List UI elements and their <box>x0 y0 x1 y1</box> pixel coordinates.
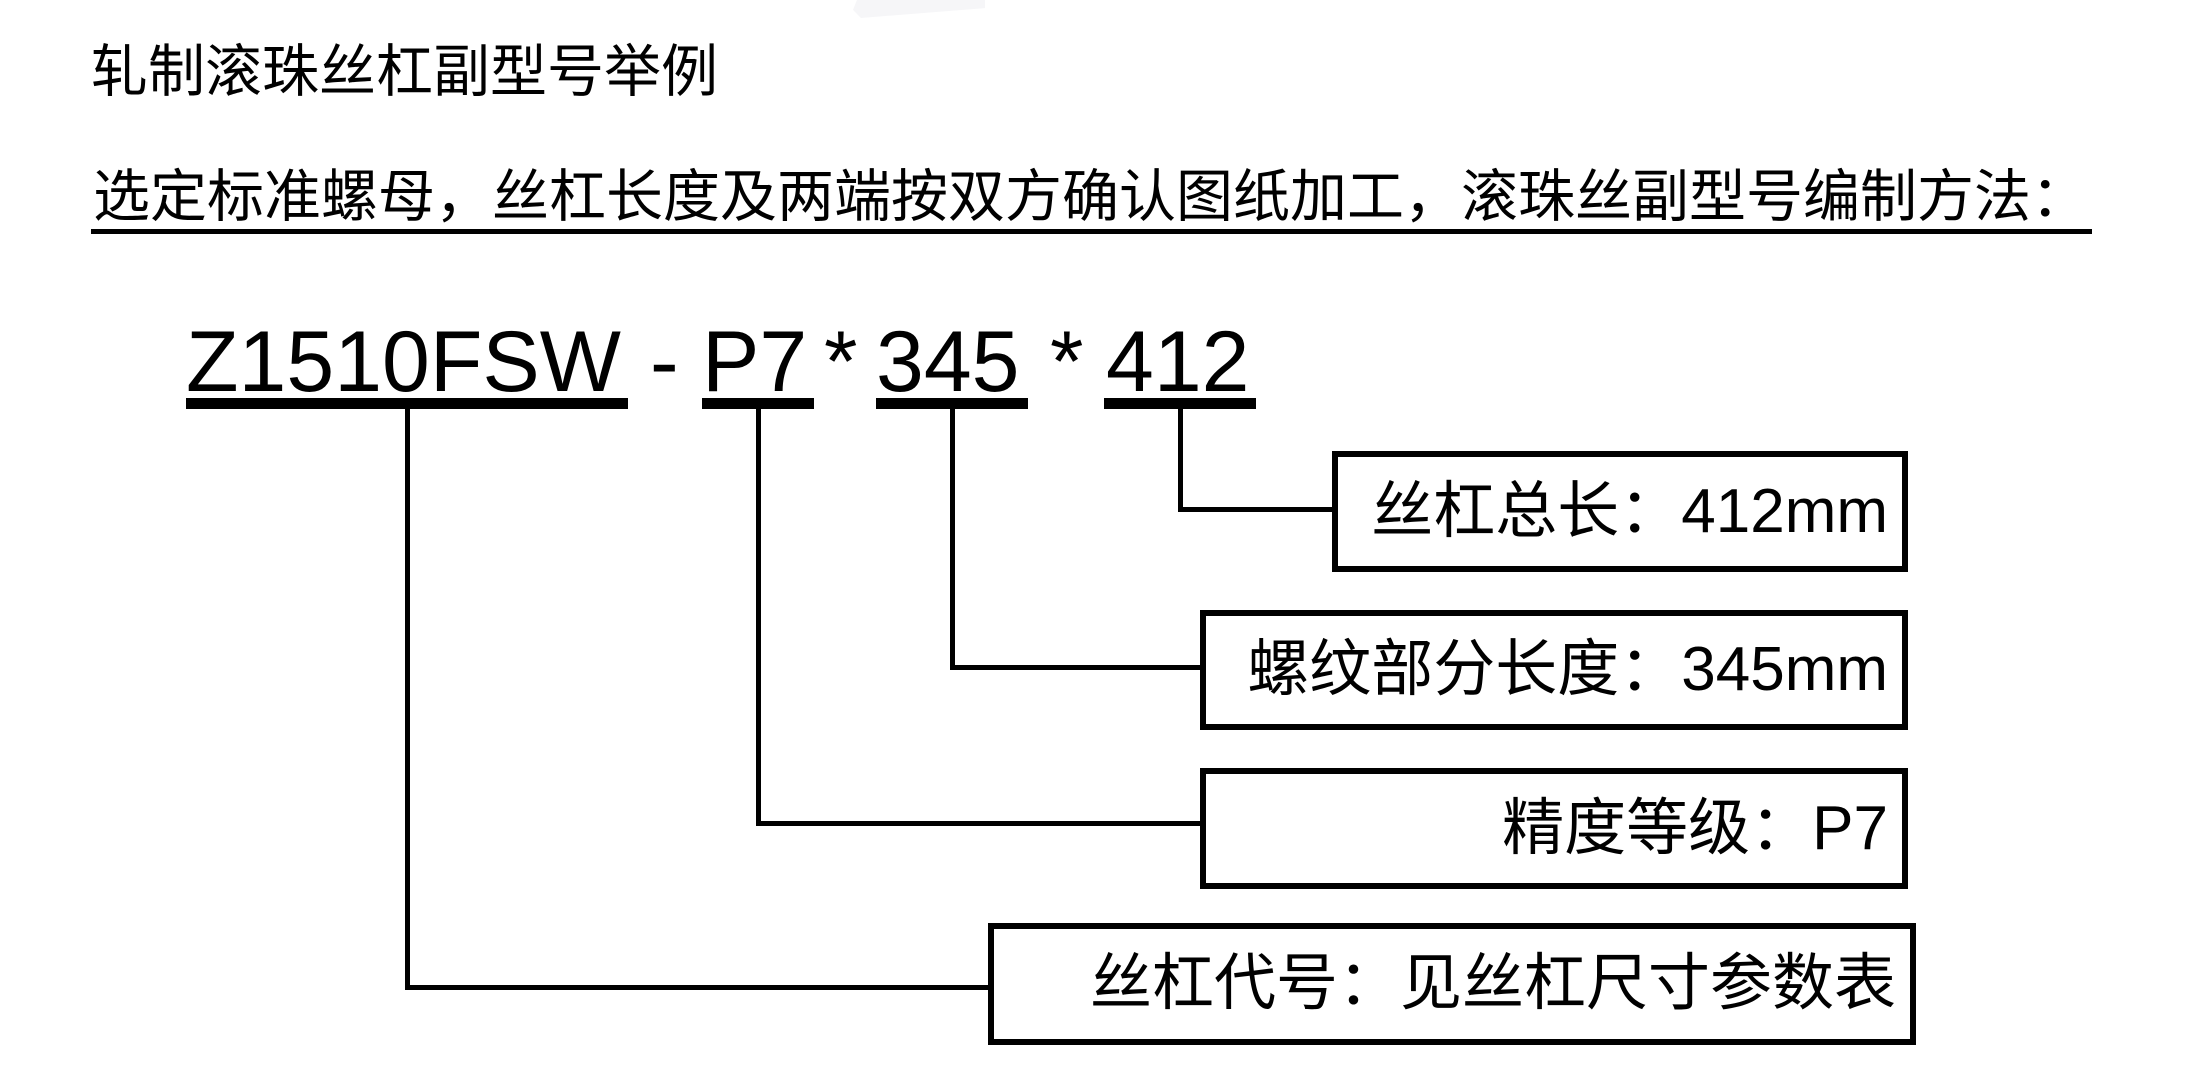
model-asterisk-1: * <box>824 314 858 410</box>
instruction-underline <box>91 229 2092 234</box>
model-asterisk-2: * <box>1050 314 1084 410</box>
callout-label-thread-length: 螺纹部分长度： <box>1247 636 1682 704</box>
callout-box-total-length: 丝杠总长：412mm <box>1332 451 1908 572</box>
callout-box-thread-length: 螺纹部分长度：345mm <box>1200 610 1908 730</box>
model-separator: - <box>650 314 679 410</box>
total-length-underline <box>1104 398 1256 409</box>
leader-line-screw-code <box>405 409 990 990</box>
callout-label-screw-code: 丝杠代号： <box>1089 950 1400 1018</box>
callout-box-precision-grade: 精度等级：P7 <box>1200 768 1908 889</box>
leader-line-total-length <box>1178 409 1334 512</box>
precision-grade-underline <box>702 398 814 409</box>
callout-text-total-length: 丝杠总长：412mm <box>1371 477 1888 546</box>
thread-length-underline <box>876 398 1028 409</box>
model-screw-code: Z1510FSW <box>186 314 621 410</box>
model-thread-length: 345 <box>876 314 1020 410</box>
leader-line-thread-length <box>950 409 1202 670</box>
instruction-text: 选定标准螺母，丝杠长度及两端按双方确认图纸加工，滚珠丝副型号编制方法： <box>93 166 2088 229</box>
callout-value-thread-length: 345mm <box>1681 635 1888 704</box>
callout-text-precision-grade: 精度等级：P7 <box>1502 794 1888 863</box>
callout-value-precision-grade: P7 <box>1812 793 1888 863</box>
leader-line-precision-grade <box>756 409 1202 826</box>
callout-text-screw-code: 丝杠代号：见丝杠尺寸参数表 <box>1090 953 1896 1015</box>
callout-label-precision-grade: 精度等级： <box>1502 794 1813 863</box>
screw-code-underline <box>186 398 628 409</box>
page-title: 轧制滚珠丝杠副型号举例 <box>91 41 718 104</box>
model-precision-grade: P7 <box>702 314 808 410</box>
callout-box-screw-code: 丝杠代号：见丝杠尺寸参数表 <box>988 923 1916 1045</box>
scan-smudge <box>853 0 985 18</box>
model-total-length: 412 <box>1106 314 1250 410</box>
callout-value-screw-code: 见丝杠尺寸参数表 <box>1399 950 1896 1018</box>
callout-value-total-length: 412mm <box>1681 476 1888 546</box>
callout-text-thread-length: 螺纹部分长度：345mm <box>1247 636 1888 704</box>
callout-label-total-length: 丝杠总长： <box>1371 477 1682 546</box>
